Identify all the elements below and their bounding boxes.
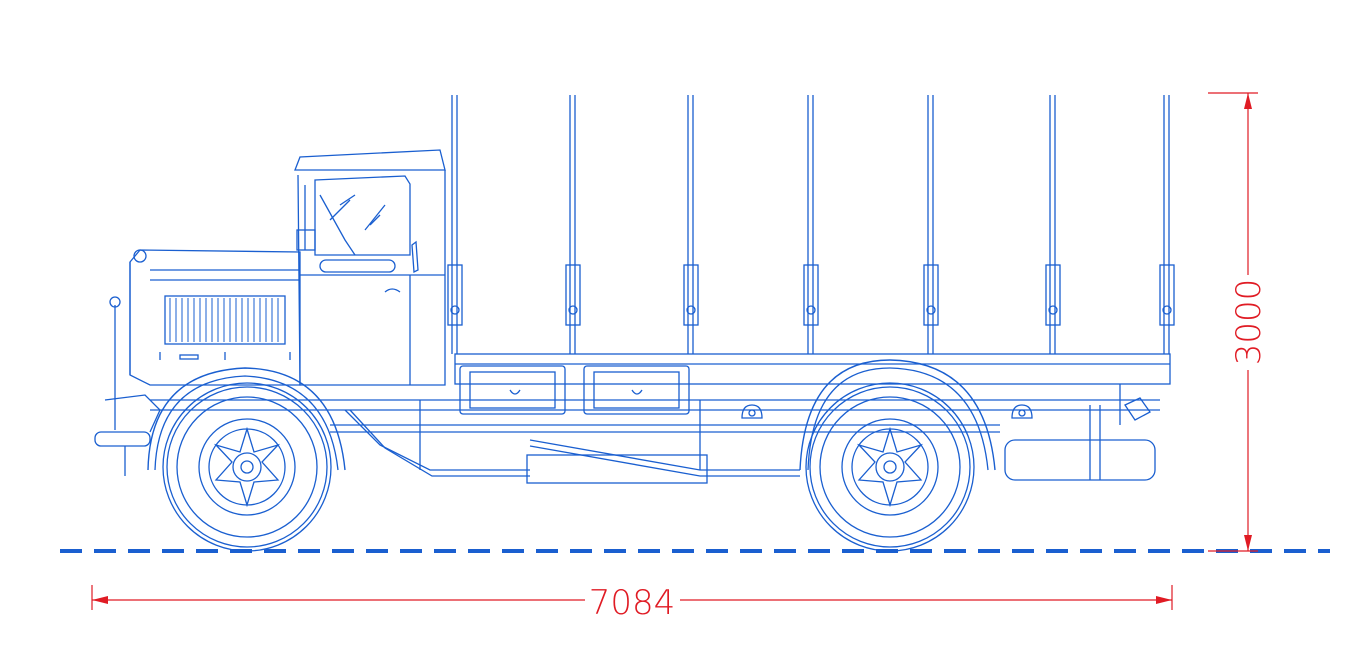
engine-hood xyxy=(129,249,301,386)
rear-hooks xyxy=(741,397,1151,421)
length-dimension xyxy=(91,585,1173,610)
bed-stakes xyxy=(447,95,1175,354)
front-bumper xyxy=(94,296,161,476)
height-dimension-label: 3000 xyxy=(1229,279,1269,366)
truck xyxy=(94,95,1175,552)
length-dimension-label: 7084 xyxy=(589,583,676,623)
toolbox-right xyxy=(583,365,690,415)
toolbox-left xyxy=(459,365,566,415)
front-wheel xyxy=(162,382,332,552)
cab xyxy=(294,149,446,386)
rear-wheel xyxy=(805,382,975,552)
fuel-tank xyxy=(526,454,708,484)
hood-louvers xyxy=(164,295,286,345)
rear-mudguard xyxy=(799,359,996,471)
front-mudguard xyxy=(147,367,346,471)
cab-window xyxy=(314,175,411,256)
cargo-bed xyxy=(454,353,1171,425)
chassis-frame xyxy=(150,399,1160,477)
height-dimension xyxy=(1208,92,1258,552)
